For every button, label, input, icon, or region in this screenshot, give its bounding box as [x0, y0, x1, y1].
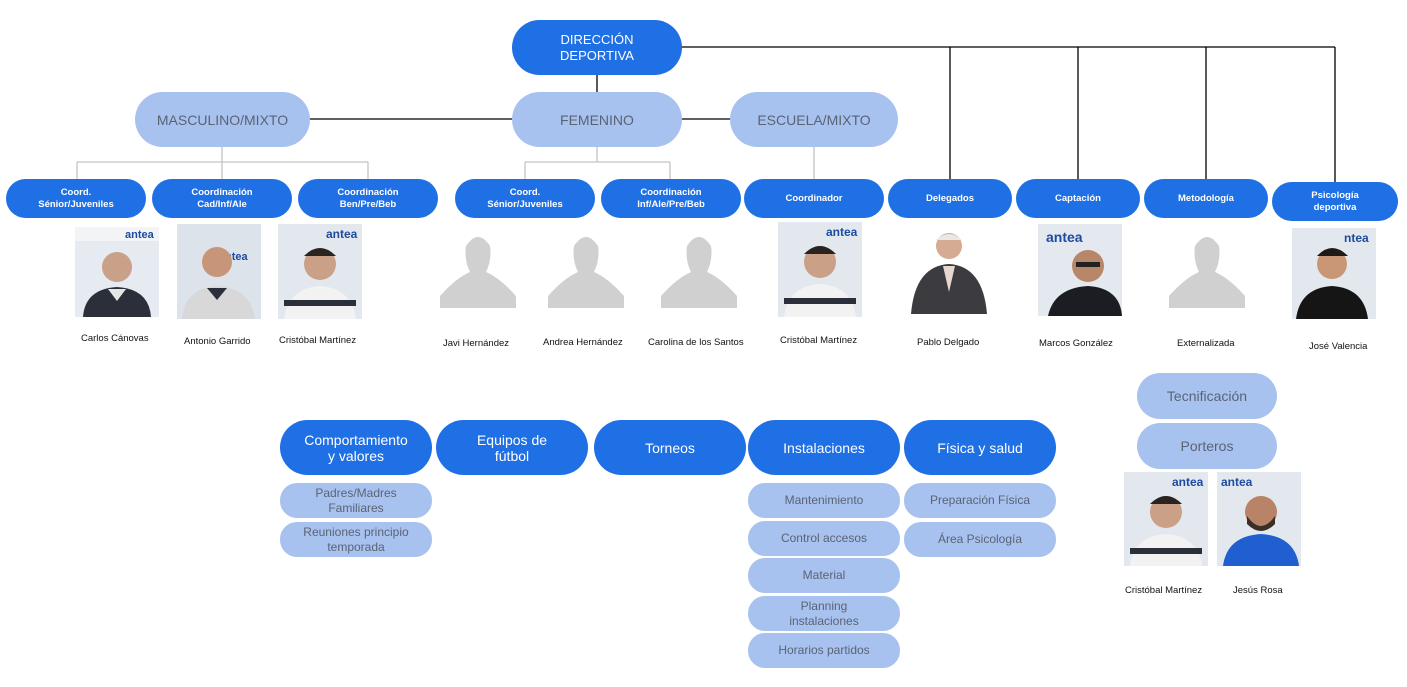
photo-jose-valencia: ntea	[1292, 228, 1376, 319]
item-reuniones[interactable]: Reuniones principio temporada	[280, 522, 432, 557]
node-metodologia[interactable]: Metodología	[1144, 179, 1268, 218]
name-pablo-delgado: Pablo Delgado	[917, 337, 980, 348]
area-instalaciones[interactable]: Instalaciones	[748, 420, 900, 475]
svg-text:antea: antea	[1172, 475, 1204, 489]
root-node[interactable]: DIRECCIÓN DEPORTIVA	[512, 20, 682, 75]
section-femenino[interactable]: FEMENINO	[512, 92, 682, 147]
coord-senior-masc[interactable]: Coord. Sénior/Juveniles	[6, 179, 146, 218]
area-comportamiento[interactable]: Comportamiento y valores	[280, 420, 432, 475]
tag-porteros[interactable]: Porteros	[1137, 423, 1277, 469]
section-escuela[interactable]: ESCUELA/MIXTO	[730, 92, 898, 147]
photo-pablo-delgado	[907, 226, 991, 314]
name-jose-valencia: José Valencia	[1309, 341, 1368, 352]
tag-tecnificacion[interactable]: Tecnificación	[1137, 373, 1277, 419]
item-material[interactable]: Material	[748, 558, 900, 593]
item-control-accesos[interactable]: Control accesos	[748, 521, 900, 556]
item-planning[interactable]: Planning instalaciones	[748, 596, 900, 631]
svg-text:ntea: ntea	[1344, 231, 1369, 245]
area-fisica-salud[interactable]: Física y salud	[904, 420, 1056, 475]
name-andrea-hernandez: Andrea Hernández	[543, 337, 623, 348]
name-javi-hernandez: Javi Hernández	[443, 338, 510, 349]
section-masculino[interactable]: MASCULINO/MIXTO	[135, 92, 310, 147]
coord-escuela[interactable]: Coordinador	[744, 179, 884, 218]
name-jesus-rosa: Jesús Rosa	[1233, 585, 1283, 596]
photo-jesus-rosa: antea	[1217, 472, 1301, 566]
name-cristobal-martinez-2: Cristóbal Martínez	[780, 335, 858, 346]
photo-marcos-gonzalez: antea	[1038, 224, 1122, 316]
item-padres-madres[interactable]: Padres/Madres Familiares	[280, 483, 432, 518]
area-equipos[interactable]: Equipos de fútbol	[436, 420, 588, 475]
placeholder-externalizada	[1167, 226, 1247, 308]
svg-text:antea: antea	[125, 229, 155, 241]
svg-text:antea: antea	[826, 225, 858, 239]
coord-ben-pre-beb[interactable]: Coordinación Ben/Pre/Beb	[298, 179, 438, 218]
item-mantenimiento[interactable]: Mantenimiento	[748, 483, 900, 518]
photo-carlos-canovas: antea	[75, 227, 159, 317]
photo-cristobal-martinez-1: antea	[278, 224, 362, 319]
node-psicologia[interactable]: Psicología deportiva	[1272, 182, 1398, 221]
name-externalizada: Externalizada	[1177, 338, 1235, 349]
svg-text:antea: antea	[326, 227, 358, 241]
photo-cristobal-martinez-2: antea	[778, 222, 862, 317]
name-cristobal-martinez-1: Cristóbal Martínez	[279, 335, 357, 346]
photo-antonio-garrido: ntea	[177, 224, 261, 319]
item-area-psicologia[interactable]: Área Psicología	[904, 522, 1056, 557]
name-cristobal-martinez-3: Cristóbal Martínez	[1125, 585, 1203, 596]
node-captacion[interactable]: Captación	[1016, 179, 1140, 218]
name-antonio-garrido: Antonio Garrido	[184, 336, 251, 347]
area-torneos[interactable]: Torneos	[594, 420, 746, 475]
name-marcos-gonzalez: Marcos González	[1039, 338, 1113, 349]
name-carlos-canovas: Carlos Cánovas	[81, 333, 149, 344]
coord-inf-ale-pre-beb[interactable]: Coordinación Inf/Ale/Pre/Beb	[601, 179, 741, 218]
item-horarios[interactable]: Horarios partidos	[748, 633, 900, 668]
photo-cristobal-martinez-3: antea	[1124, 472, 1208, 566]
svg-text:antea: antea	[1221, 475, 1253, 489]
svg-text:antea: antea	[1046, 229, 1083, 245]
placeholder-javi-hernandez	[438, 226, 518, 308]
coord-senior-fem[interactable]: Coord. Sénior/Juveniles	[455, 179, 595, 218]
name-carolina-santos: Carolina de los Santos	[648, 337, 744, 348]
placeholder-carolina-santos	[659, 226, 739, 308]
coord-cad-inf-ale[interactable]: Coordinación Cad/Inf/Ale	[152, 179, 292, 218]
node-delegados[interactable]: Delegados	[888, 179, 1012, 218]
item-preparacion-fisica[interactable]: Preparación Física	[904, 483, 1056, 518]
placeholder-andrea-hernandez	[546, 226, 626, 308]
